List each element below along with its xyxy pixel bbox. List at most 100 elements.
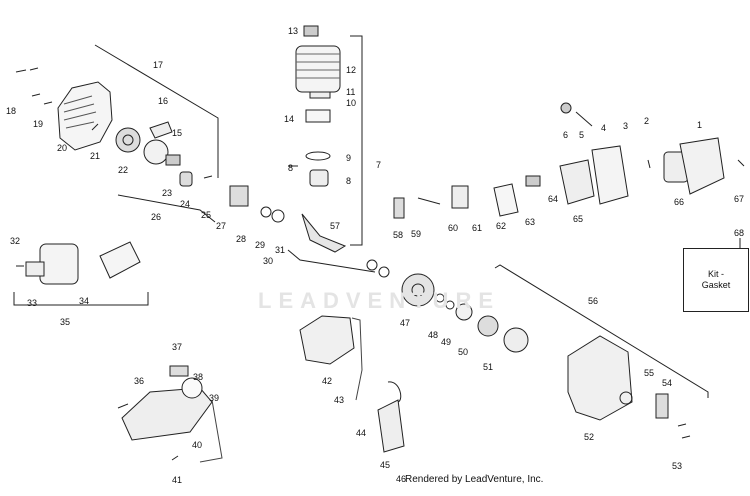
callout-62: 62: [496, 221, 507, 231]
callout-55: 55: [644, 368, 655, 378]
filter-body: [39, 243, 79, 285]
kit-box-line2: Gasket: [701, 280, 731, 290]
callout-13: 13: [288, 26, 299, 36]
callout-15: 15: [172, 128, 183, 138]
callout-60: 60: [448, 223, 459, 233]
callout-53: 53: [672, 461, 683, 471]
callout-30: 30: [263, 256, 274, 266]
callout-67: 67: [734, 194, 745, 204]
callout-21: 21: [90, 151, 101, 161]
callout-32: 32: [10, 236, 21, 246]
clutch-drum: [503, 327, 529, 353]
callout-52: 52: [584, 432, 595, 442]
callout-38: 38: [193, 372, 204, 382]
callout-46: 46: [396, 474, 407, 484]
callout-17: 17: [153, 60, 164, 70]
callout-58: 58: [393, 230, 404, 240]
callout-59: 59: [411, 229, 422, 239]
callout-37: 37: [172, 342, 183, 352]
callout-6: 6: [563, 130, 569, 140]
cylinder: [295, 45, 341, 93]
callout-5: 5: [579, 130, 585, 140]
bracket-26: [117, 194, 216, 223]
callout-36: 36: [134, 376, 145, 386]
air-box: [591, 145, 629, 205]
callout-42: 42: [322, 376, 333, 386]
callout-20: 20: [57, 143, 68, 153]
callout-54: 54: [662, 378, 673, 388]
callout-16: 16: [158, 96, 169, 106]
callout-1: 1: [697, 120, 703, 130]
callout-50: 50: [458, 347, 469, 357]
callout-41: 41: [172, 475, 183, 485]
gearbox-housing: [567, 335, 633, 421]
callout-28: 28: [236, 234, 247, 244]
bracket-30: [287, 249, 376, 273]
crankcase: [299, 315, 355, 365]
pulley: [115, 127, 141, 153]
callout-48: 48: [428, 330, 439, 340]
callout-56: 56: [588, 296, 599, 306]
spring: [165, 154, 181, 166]
callout-4: 4: [601, 123, 607, 133]
starter-housing: [57, 81, 113, 151]
callout-8b: 8: [346, 176, 352, 186]
callout-45: 45: [380, 460, 391, 470]
piston-ring: [305, 151, 331, 161]
callout-43: 43: [334, 395, 345, 405]
callout-23: 23: [162, 188, 173, 198]
callout-44: 44: [356, 428, 367, 438]
callout-24: 24: [180, 199, 191, 209]
callout-8a: 8: [288, 163, 294, 173]
flywheel: [401, 273, 435, 307]
callout-49: 49: [441, 337, 452, 347]
callout-64: 64: [548, 194, 559, 204]
callout-22: 22: [118, 165, 129, 175]
bracket-56: [494, 264, 709, 398]
callout-63: 63: [525, 217, 536, 227]
callout-25: 25: [201, 210, 212, 220]
callout-9: 9: [346, 153, 352, 163]
callout-2: 2: [644, 116, 650, 126]
callout-7: 7: [376, 160, 382, 170]
callout-18: 18: [6, 106, 17, 116]
kit-box-line1: Kit -: [707, 269, 724, 279]
callout-57: 57: [330, 221, 341, 231]
ignition-coil: [377, 399, 405, 453]
callout-10: 10: [346, 98, 357, 108]
kit-gasket-box: Kit - Gasket: [683, 248, 749, 312]
callout-40: 40: [192, 440, 203, 450]
recoil-pulley: [143, 139, 169, 165]
footer-credit: Rendered by LeadVenture, Inc.: [405, 474, 544, 485]
callout-26: 26: [151, 212, 162, 222]
bracket-35: [13, 292, 149, 306]
callout-19: 19: [33, 119, 44, 129]
bracket-17: [94, 44, 219, 178]
callout-39: 39: [209, 393, 220, 403]
callout-47: 47: [400, 318, 411, 328]
callout-61: 61: [472, 223, 483, 233]
fuel-cap: [169, 365, 189, 377]
callout-35: 35: [60, 317, 71, 327]
callout-65: 65: [573, 214, 584, 224]
piston: [309, 169, 329, 187]
callout-51: 51: [483, 362, 494, 372]
callout-31: 31: [275, 245, 286, 255]
rope-handle: [149, 121, 173, 139]
callout-33: 33: [27, 298, 38, 308]
callout-27: 27: [216, 221, 227, 231]
carburetor: [559, 159, 595, 205]
clutch-plate: [455, 303, 473, 321]
callout-3: 3: [623, 121, 629, 131]
filter-cover: [679, 137, 725, 195]
crankshaft: [301, 213, 347, 253]
callout-14: 14: [284, 114, 295, 124]
callout-11: 11: [346, 87, 356, 97]
spark-plug: [303, 25, 319, 37]
callout-29: 29: [255, 240, 266, 250]
callout-12: 12: [346, 65, 357, 75]
callout-66: 66: [674, 197, 685, 207]
callout-34: 34: [79, 296, 90, 306]
